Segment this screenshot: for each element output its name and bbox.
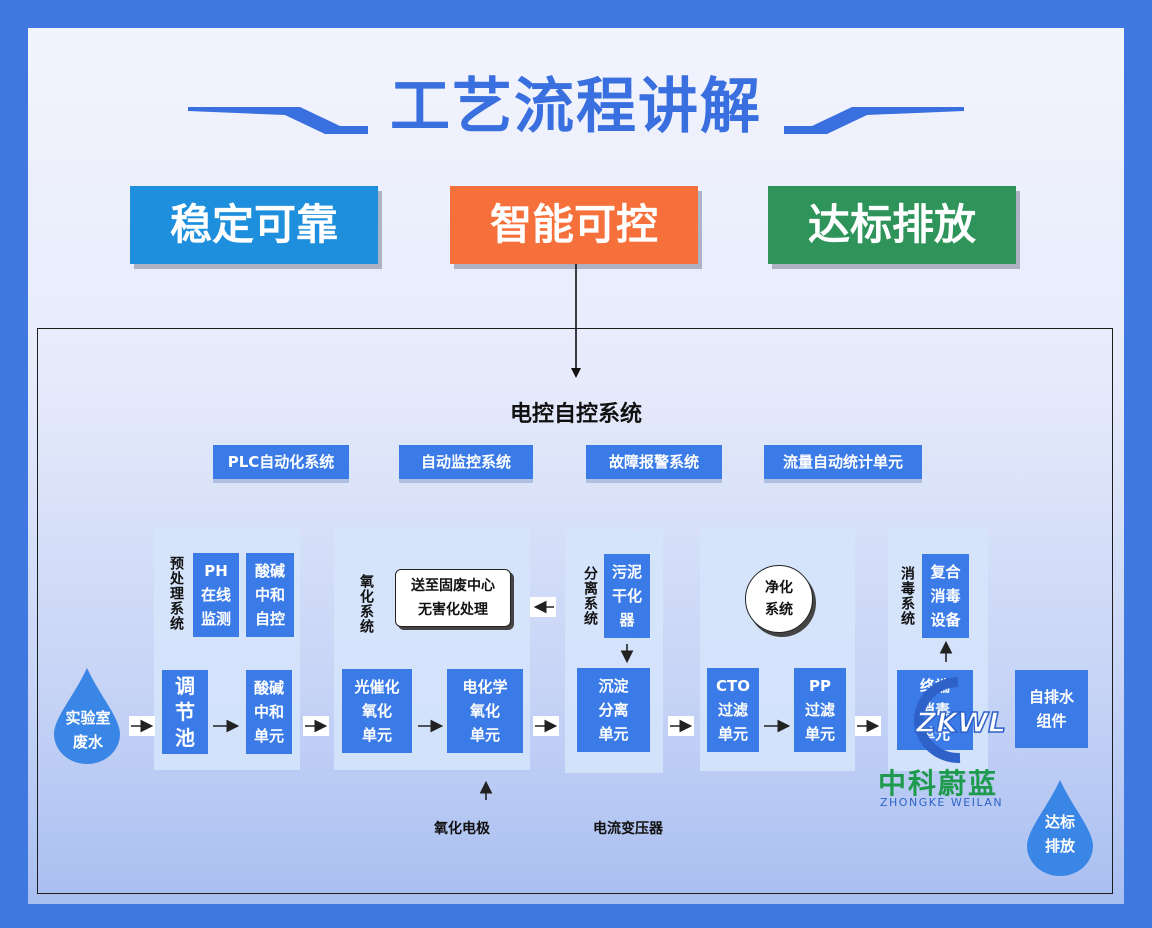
zkwl-logo-mark: ZKWL: [914, 677, 1007, 764]
badge-stable: 稳定可靠: [130, 186, 378, 264]
wastewater-drop-icon: [54, 668, 120, 764]
separation-label: 分离系统: [582, 566, 598, 626]
auto-drain-box: 自排水组件: [1015, 670, 1088, 748]
acid-control-box: 酸碱中和自控: [246, 553, 294, 637]
sludge-dryer-box: 污泥干化器: [604, 554, 650, 638]
transformer-label: 电流变压器: [593, 821, 663, 837]
title-decoration: [188, 107, 964, 134]
pretreat-label: 预处理系统: [168, 556, 184, 631]
logo-en: ZHONGKE WEILAN: [880, 796, 1004, 809]
alarm-system: 故障报警系统: [586, 445, 722, 479]
badge-smart: 智能可控: [450, 186, 698, 264]
oxidation-label: 氧化系统: [358, 574, 374, 634]
electrochem-box: 电化学氧化单元: [447, 669, 523, 753]
control-title: 电控自控系统: [509, 402, 642, 427]
neutralization-box: 酸碱中和单元: [246, 670, 292, 754]
output-label: 达标排放: [1044, 813, 1075, 855]
flow-stat-unit: 流量自动统计单元: [764, 445, 922, 479]
badge-compliant: 达标排放: [768, 186, 1016, 264]
photocatalysis-box: 光催化氧化单元: [342, 669, 412, 753]
monitor-system: 自动监控系统: [399, 445, 533, 479]
page-title: 工艺流程讲解: [390, 72, 762, 142]
waste-center-box: 送至固废中心无害化处理: [395, 569, 511, 627]
sediment-box: 沉淀分离单元: [577, 668, 650, 752]
logo-cn: 中科蔚蓝: [878, 767, 999, 800]
disinfect-label: 消毒系统: [899, 566, 915, 626]
regulating-tank-box: 调节池: [162, 670, 208, 754]
discharge-drop-icon: [1027, 780, 1093, 876]
compound-disinfect-box: 复合消毒设备: [922, 554, 969, 638]
electrode-label: 氧化电极: [434, 821, 490, 837]
badge-connector-arrow: [571, 264, 581, 378]
process-frame: [37, 328, 1113, 894]
svg-text:ZKWL: ZKWL: [915, 706, 1006, 739]
input-label: 实验室废水: [65, 709, 111, 751]
purify-circle: 净化系统: [745, 565, 813, 633]
plc-system: PLC自动化系统: [213, 445, 349, 479]
